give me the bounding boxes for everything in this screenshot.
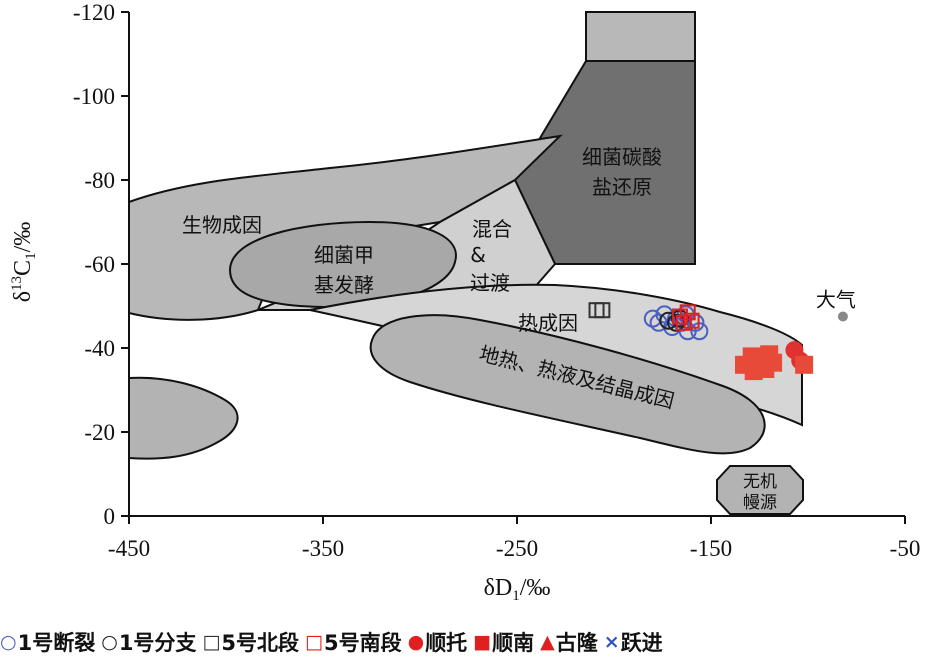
legend-marker-icon: □ [305,630,323,653]
legend: ○1号断裂○1号分支□5号北段□5号南段●顺托■顺南▲古隆×跃进 [0,622,935,662]
genetic-regions [128,11,804,515]
label-methyl-fermentation-2: 基发酵 [314,273,374,297]
legend-marker-icon: □ [202,630,221,653]
legend-item: □5号南段 [305,627,402,657]
data-points [588,302,814,381]
legend-marker-icon: ■ [473,630,492,653]
y-tick-label: -60 [84,252,115,277]
label-mixed-1: 混合 [472,217,512,241]
data-point [679,304,696,321]
region-bacterial-carbonate-cap [585,11,696,62]
label-mixed-2: & [470,243,486,267]
y-tick-label: -20 [84,420,115,445]
legend-marker-icon: × [603,630,620,653]
atmosphere-point [837,311,848,322]
y-tick-label: -100 [73,84,115,109]
y-tick-label: 0 [104,504,116,529]
label-carbonate-2: 盐还原 [592,175,652,199]
legend-label: 1号分支 [118,631,197,655]
legend-label: 5号南段 [323,631,402,655]
legend-label: 顺南 [492,631,535,655]
legend-item: □5号北段 [202,627,299,657]
data-point [795,355,814,374]
x-axis-title: δD1/‰ [484,575,551,604]
x-tick-label: -150 [690,536,732,561]
label-mantle-2: 幔源 [743,493,777,513]
legend-marker-icon: ○ [101,630,118,653]
x-tick-label: -350 [302,536,344,561]
label-mantle-1: 无机 [743,472,777,492]
data-point [594,302,611,319]
x-tick-label: -250 [496,536,538,561]
legend-item: ▲古隆 [540,627,598,657]
x-ticks: -450 -350 -250 -150 -50 [108,516,920,561]
legend-item: ○1号分支 [101,627,196,657]
data-point [756,360,775,378]
label-mixed-3: 过渡 [470,271,510,295]
legend-item: ○1号断裂 [0,627,95,657]
data-point [675,314,692,331]
x-tick-label: -450 [108,536,150,561]
label-biogenic: 生物成因 [182,213,262,237]
legend-item: ●顺托 [408,627,468,657]
label-thermogenic: 热成因 [518,311,578,335]
legend-marker-icon: ▲ [540,630,555,653]
y-ticks: -120 -100 -80 -60 -40 -20 0 [73,0,129,529]
y-axis-title: δ13C1/‰ [9,222,39,303]
legend-label: 古隆 [555,631,598,655]
region-unlabeled-lower-left [128,376,239,460]
isotope-chart: 生物成因 细菌甲 基发酵 混合 & 过渡 细菌碳酸 盐还原 热成因 地热、热液及… [9,0,920,604]
region-inorganic-mantle [716,465,804,515]
legend-label: 跃进 [620,631,663,655]
region-geothermal-hydrothermal-crystalline [369,314,766,455]
legend-item: ×跃进 [604,627,663,657]
atmosphere-label: 大气 [816,288,856,312]
label-carbonate-1: 细菌碳酸 [582,145,662,169]
y-tick-label: -40 [84,336,115,361]
legend-item: ■顺南 [473,627,534,657]
legend-label: 5号北段 [221,631,300,655]
y-tick-label: -120 [73,0,115,25]
y-tick-label: -80 [84,168,115,193]
legend-label: 顺托 [425,631,468,655]
legend-marker-icon: ● [407,630,425,653]
legend-label: 1号断裂 [17,631,96,655]
label-methyl-fermentation-1: 细菌甲 [314,243,374,267]
legend-marker-icon: ○ [0,630,17,653]
region-bacterial-methyl-fermentation [228,220,457,309]
x-tick-label: -50 [890,536,921,561]
